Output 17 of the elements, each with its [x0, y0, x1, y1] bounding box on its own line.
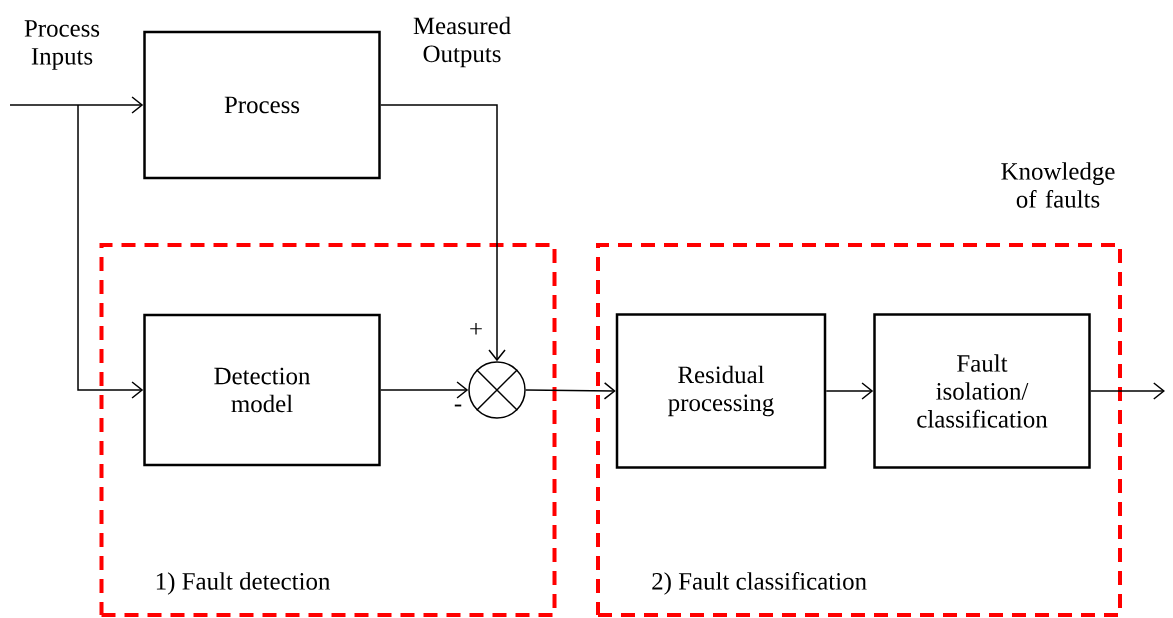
- process-box: Fault isolation/ classification: [873, 313, 1091, 469]
- sign-label: -: [454, 404, 462, 407]
- arrow: [77, 104, 144, 399]
- process-box: Detection model: [143, 313, 381, 467]
- arrow: [380, 381, 469, 399]
- arrow: [825, 382, 874, 400]
- sign-label: +: [470, 322, 482, 335]
- text-label: Knowledge of faults: [1001, 162, 1115, 208]
- text-label: Process Inputs: [24, 20, 100, 70]
- summing-junction: [468, 361, 526, 419]
- arrow: [525, 382, 616, 400]
- process-box: Residual processing: [615, 313, 827, 469]
- text-label: Measured Outputs: [413, 16, 511, 68]
- arrow: [380, 104, 506, 362]
- arrow: [9, 96, 144, 114]
- arrow: [1090, 382, 1165, 400]
- process-box: Process: [143, 30, 381, 180]
